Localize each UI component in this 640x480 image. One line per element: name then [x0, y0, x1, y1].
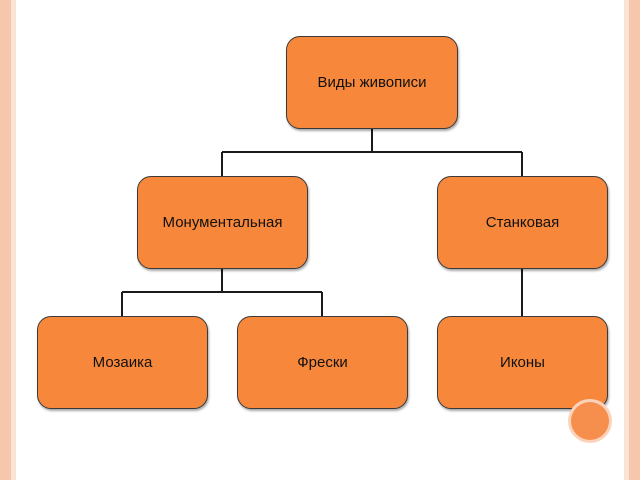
node-label: Монументальная [162, 214, 283, 231]
node-monumental: Монументальная [137, 176, 308, 269]
node-label: Фрески [297, 354, 348, 371]
node-icons: Иконы [437, 316, 608, 409]
slide-right-border-inner [624, 0, 629, 480]
slide-left-border-inner [11, 0, 16, 480]
node-label: Мозаика [92, 354, 153, 371]
node-painting-types: Виды живописи [286, 36, 458, 129]
node-label: Иконы [500, 354, 545, 371]
node-mosaic: Мозаика [37, 316, 208, 409]
decorative-circle-icon [571, 402, 609, 440]
node-label: Виды живописи [317, 74, 427, 91]
node-label: Станковая [485, 214, 560, 231]
node-frescoes: Фрески [237, 316, 408, 409]
node-easel: Станковая [437, 176, 608, 269]
slide-right-border [629, 0, 640, 480]
slide-left-border [0, 0, 11, 480]
